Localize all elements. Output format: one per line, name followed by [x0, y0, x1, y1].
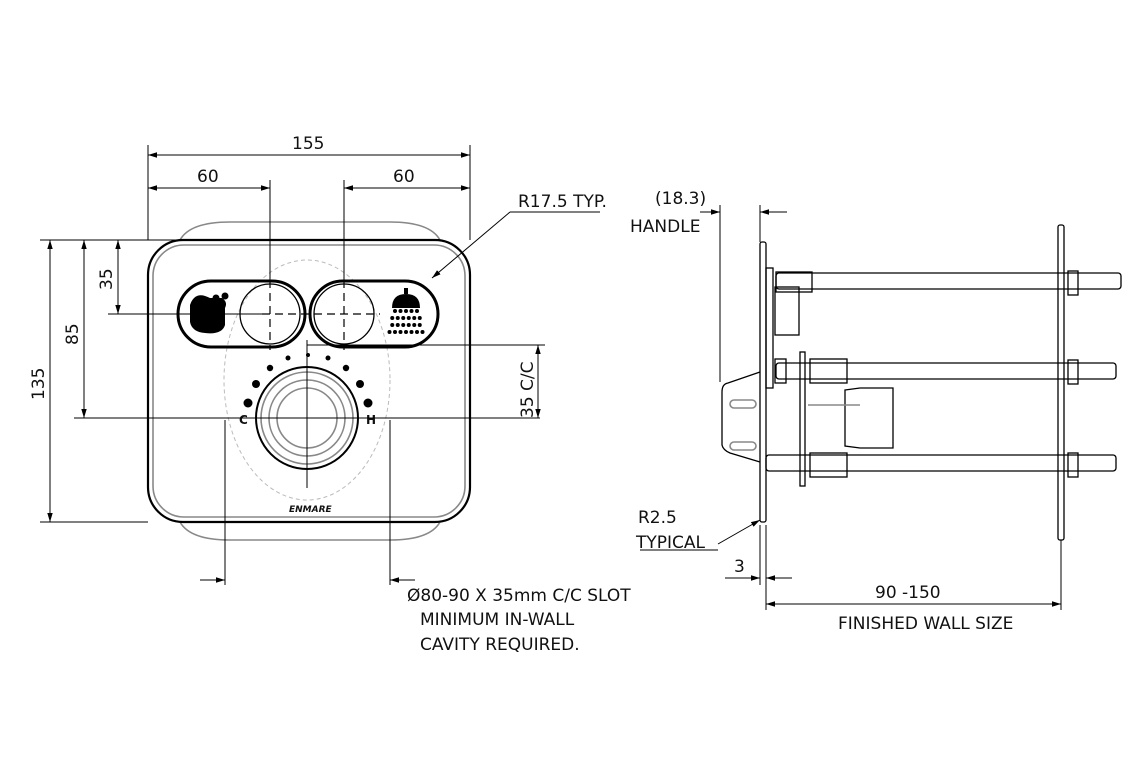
shower-drop	[404, 330, 408, 334]
cartridge-body	[774, 286, 800, 336]
shower-drop	[406, 323, 411, 327]
shower-drop	[398, 309, 403, 313]
dim-left-offset: 60	[197, 167, 219, 187]
shower-drop	[390, 323, 395, 327]
dim-handle-label: HANDLE	[630, 217, 700, 237]
shower-drop	[417, 316, 422, 320]
radius-note: R17.5 TYP.	[518, 192, 607, 212]
valve-body-bracket	[765, 267, 774, 389]
shower-drop	[420, 330, 425, 334]
brand-logo: ENMARE	[289, 505, 333, 515]
shower-drop	[401, 323, 406, 327]
shower-drop	[409, 309, 414, 313]
cavity-slot-outline	[223, 259, 391, 501]
shower-drop	[387, 330, 392, 334]
shower-drop	[412, 316, 417, 320]
cover-plate-side	[759, 241, 767, 523]
dim-wall-label: FINISHED WALL SIZE	[838, 614, 1013, 634]
cover-plate	[146, 238, 472, 524]
dim-cc: 35 C/C	[518, 361, 538, 418]
cover-plate-top-outline	[179, 221, 441, 241]
shower-drop	[398, 330, 403, 334]
side-view: (18.3) HANDLE R2.5 TYPICAL 3 90 -150 FIN…	[630, 189, 1122, 634]
shower-drop	[401, 316, 406, 320]
handle-side[interactable]	[721, 371, 761, 463]
dim-handle-value: (18.3)	[655, 189, 706, 209]
shower-drop	[412, 323, 417, 327]
cartridge-sleeve	[844, 387, 894, 449]
mounting-plate	[799, 351, 806, 487]
cover-plate-inner	[152, 244, 466, 518]
radius-note-label: TYPICAL	[635, 533, 706, 553]
shower-drop	[393, 309, 397, 313]
shower-drop	[417, 323, 422, 327]
dim-right-offset: 60	[393, 167, 415, 187]
shower-button[interactable]	[308, 279, 440, 349]
cover-plate-bottom-outline	[179, 521, 441, 541]
nuts	[774, 270, 1079, 478]
slot-note-line-1: Ø80-90 X 35mm C/C SLOT	[407, 586, 631, 606]
shower-drop	[406, 316, 411, 320]
cold-label: C	[239, 413, 248, 427]
hot-label: H	[366, 413, 376, 427]
dim-button-height: 35	[97, 268, 117, 290]
threaded-rods	[765, 272, 1122, 472]
hand-wash-icon	[190, 292, 229, 334]
dim-overall-height: 135	[29, 368, 49, 400]
slot-note-line-3: CAVITY REQUIRED.	[420, 635, 580, 655]
wall-backing-plate	[1057, 224, 1065, 541]
shower-drop	[395, 323, 400, 327]
side-dimension-lines	[640, 205, 1062, 610]
shower-drop	[409, 330, 414, 334]
dim-plate-thickness: 3	[734, 557, 745, 577]
slot-note-line-2: MINIMUM IN-WALL	[420, 610, 575, 630]
shower-drop	[415, 330, 419, 334]
dimension-lines	[40, 145, 600, 585]
front-view: C H ENMARE	[29, 134, 631, 655]
dim-knob-height: 85	[63, 323, 83, 345]
shower-drop	[404, 309, 408, 313]
shower-head-icon	[387, 288, 425, 334]
shower-drop	[395, 316, 400, 320]
shower-drop	[390, 316, 395, 320]
radius-note-value: R2.5	[638, 508, 677, 528]
dim-overall-width: 155	[292, 134, 324, 154]
shower-drop	[393, 330, 397, 334]
dim-wall-range: 90 -150	[875, 583, 941, 603]
shower-drop	[415, 309, 419, 313]
